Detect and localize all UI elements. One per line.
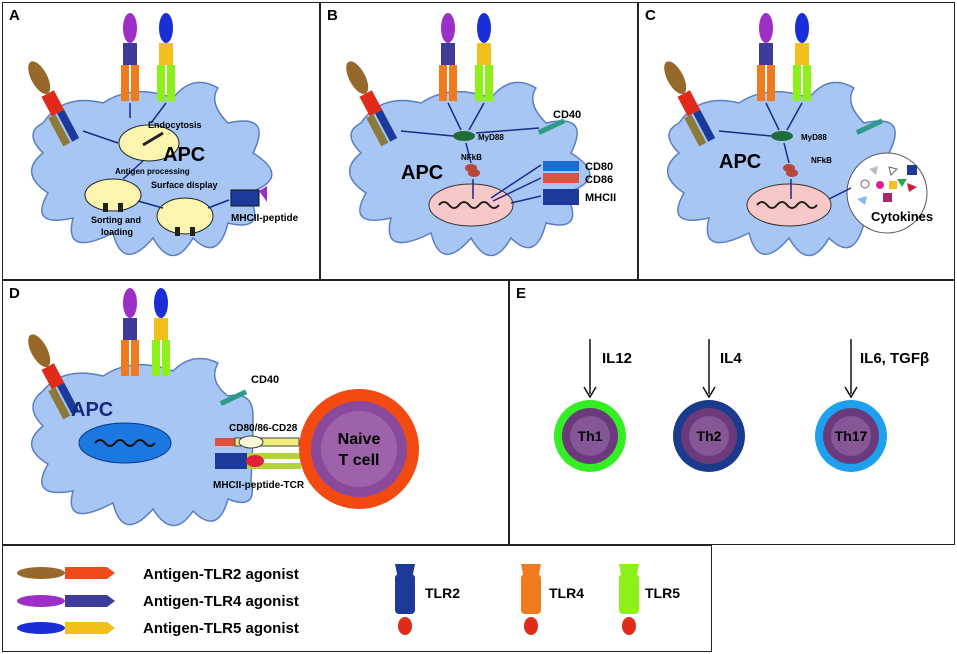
sorting-vesicle (84, 178, 142, 212)
panel-letter: D (9, 285, 20, 302)
cd80-label: CD80 (585, 161, 613, 173)
cd40-label: CD40 (251, 374, 279, 386)
panel-letter: A (9, 7, 20, 24)
nucleus (428, 183, 514, 227)
tlr4-agonist-icon (757, 13, 775, 101)
panel-d-diagram: APC CD40 CD80/86-CD28 MHCII-peptide-TCR … (28, 288, 419, 527)
cd80-icon (543, 161, 579, 171)
tlr5-icon (619, 564, 639, 635)
tlr5-agonist-icon (793, 13, 811, 101)
tlr5-agonist-legend-icon (17, 622, 115, 634)
tlr4-agonist-icon (439, 13, 457, 101)
panel-letter: E (516, 285, 527, 302)
panel-d: D APC CD40 CD80/86-CD28 MHCII-peptide-TC… (2, 280, 509, 545)
tcr-icon (247, 453, 301, 459)
loading-vesicle (156, 197, 214, 235)
myd88-label: MyD88 (478, 133, 504, 142)
tlr4-agonist-icon (121, 13, 139, 101)
cd28-icon (234, 437, 300, 447)
panel-b: B APC MyD88 NFkB CD40 CD80 CD86 MHCII (320, 2, 638, 280)
tlr5-label: TLR5 (645, 585, 680, 601)
endocytosis-label: Endocytosis (148, 120, 202, 130)
tlr2-agonist-icon (28, 334, 80, 420)
cd80-86-icon (215, 438, 235, 446)
tlr4-agonist-legend-icon (17, 595, 115, 607)
t-cell-label: T cell (339, 452, 380, 469)
panel-letter: C (645, 7, 656, 24)
tlr5-agonist-icon (157, 13, 175, 101)
nfkb-label: NFkB (811, 156, 832, 165)
mhcii-icon (215, 453, 251, 469)
sorting-label: Sorting and (91, 215, 141, 225)
th17-group: IL6, TGFβ Th17 (815, 339, 929, 472)
th17-signal-label: IL6, TGFβ (860, 350, 929, 367)
tlr4-icon (521, 564, 541, 635)
mhcii-tcr-label: MHCII-peptide-TCR (213, 480, 305, 491)
tlr2-agonist-icon (664, 61, 716, 147)
cd86-icon (543, 173, 579, 183)
th2-signal-label: IL4 (720, 350, 742, 367)
tlr5-agonist-icon (152, 288, 170, 376)
cytokines-label: Cytokines (871, 209, 933, 224)
tlr5-agonist-label: Antigen-TLR5 agonist (143, 620, 299, 637)
myd88-icon (453, 131, 475, 141)
panel-letter: B (327, 7, 338, 24)
legend-panel: Antigen-TLR2 agonist Antigen-TLR4 agonis… (2, 545, 712, 652)
tlr2-label: TLR2 (425, 585, 460, 601)
loading-label: loading (101, 227, 133, 237)
cd40-icon (855, 118, 884, 135)
apc-label: APC (71, 399, 113, 421)
mhcii-peptide-label: MHCII-peptide (231, 213, 299, 224)
legend-diagram: Antigen-TLR2 agonist Antigen-TLR4 agonis… (17, 564, 680, 637)
cd40-label: CD40 (553, 109, 581, 121)
panel-e-diagram: IL12 Th1 IL4 Th2 IL6, TGFβ Th17 (554, 339, 929, 472)
apc-label: APC (719, 151, 761, 173)
myd88-icon (771, 131, 793, 141)
mhcii-peptide-icon (230, 189, 260, 207)
tlr2-agonist-label: Antigen-TLR2 agonist (143, 566, 299, 583)
tlr4-agonist-label: Antigen-TLR4 agonist (143, 593, 299, 610)
cytokines-icon (857, 165, 917, 205)
th1-label: Th1 (578, 428, 603, 444)
cd40-icon (537, 118, 566, 135)
nfkb-label: NFkB (461, 153, 482, 162)
mhcii-label: MHCII (585, 192, 616, 204)
naive-label: Naive (338, 431, 381, 448)
th2-label: Th2 (697, 428, 722, 444)
th2-group: IL4 Th2 (673, 339, 745, 472)
tlr2-agonist-icon (346, 61, 398, 147)
panel-e: E IL12 Th1 IL4 Th2 IL6, TGFβ Th17 (509, 280, 955, 545)
antigen-processing-label: Antigen processing (115, 167, 190, 176)
tlr2-agonist-icon (28, 61, 80, 147)
tlr4-label: TLR4 (549, 585, 584, 601)
panel-b-diagram: APC MyD88 NFkB CD40 CD80 CD86 MHCII (346, 13, 616, 257)
panel-a-diagram: APC Endocytosis Antigen processing Surfa… (28, 13, 299, 257)
tlr4-agonist-icon (121, 288, 139, 376)
tlr2-agonist-legend-icon (17, 567, 115, 579)
panel-a: A APC Endocytosis Antigen processing Sur… (2, 2, 320, 280)
apc-label: APC (163, 144, 205, 166)
panel-c: C APC MyD88 NFkB Cyt (638, 2, 955, 280)
apc-label: APC (401, 162, 443, 184)
th1-group: IL12 Th1 (554, 339, 632, 472)
tlr5-agonist-icon (475, 13, 493, 101)
th17-label: Th17 (835, 428, 868, 444)
surface-display-label: Surface display (151, 180, 218, 190)
cd40-icon (219, 389, 248, 406)
nucleus (746, 183, 832, 227)
cd86-label: CD86 (585, 174, 613, 186)
myd88-label: MyD88 (801, 133, 827, 142)
th1-signal-label: IL12 (602, 350, 632, 367)
costim-label: CD80/86-CD28 (229, 423, 298, 434)
mhcii-icon (543, 189, 579, 205)
panel-c-diagram: APC MyD88 NFkB Cytokines (664, 13, 933, 257)
tlr2-icon (395, 564, 415, 635)
